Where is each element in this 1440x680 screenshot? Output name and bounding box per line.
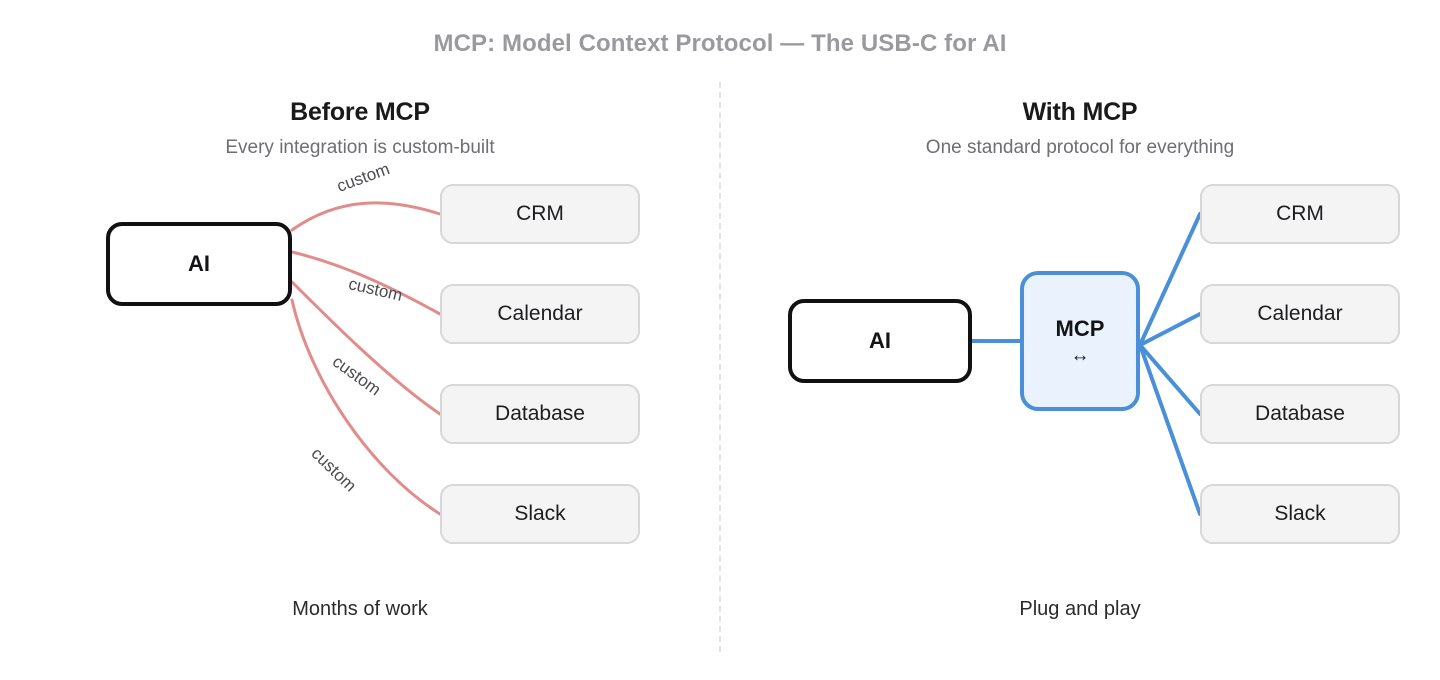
panel-footer-before: Months of work — [292, 598, 428, 620]
node-service-crm-before[interactable]: CRM — [440, 184, 640, 244]
edge-mcp-crm — [1138, 212, 1202, 347]
page-title: MCP: Model Context Protocol — The USB-C … — [433, 30, 1007, 57]
node-ai-with[interactable]: AI — [788, 299, 972, 383]
node-service-database-before-label: Database — [495, 402, 585, 425]
node-service-calendar-before[interactable]: Calendar — [440, 284, 640, 344]
node-ai-before[interactable]: AI — [106, 222, 292, 306]
edge-label-custom-3: custom — [328, 351, 385, 400]
node-ai-with-label: AI — [869, 328, 891, 353]
node-service-crm-with[interactable]: CRM — [1200, 184, 1400, 244]
panel-divider — [719, 82, 721, 652]
node-service-calendar-before-label: Calendar — [497, 302, 583, 325]
panel-heading-before: Before MCP — [290, 98, 430, 126]
panel-subtitle-with: One standard protocol for everything — [925, 137, 1235, 158]
edge-label-custom-4: custom — [307, 443, 361, 496]
edge-label-custom-2: custom — [346, 274, 405, 305]
node-service-calendar-with-label: Calendar — [1257, 302, 1343, 325]
panel-footer-with: Plug and play — [1019, 598, 1141, 620]
edge-label-custom-1: custom — [334, 159, 393, 196]
node-service-slack-with[interactable]: Slack — [1200, 484, 1400, 544]
edge-ai-slack — [290, 298, 442, 516]
node-service-crm-before-label: CRM — [516, 202, 564, 225]
node-service-database-with-label: Database — [1255, 402, 1345, 425]
node-service-calendar-with[interactable]: Calendar — [1200, 284, 1400, 344]
node-service-slack-with-label: Slack — [1274, 502, 1326, 525]
bidirectional-arrow-icon: ↔ — [1070, 344, 1090, 366]
edge-mcp-calendar — [1138, 312, 1202, 347]
edge-ai-crm — [290, 201, 442, 232]
node-service-crm-with-label: CRM — [1276, 202, 1324, 225]
panel-heading-with: With MCP — [1022, 98, 1138, 126]
edge-mcp-slack — [1138, 343, 1202, 516]
node-service-slack-before-label: Slack — [514, 502, 566, 525]
node-mcp-hub-label: MCP — [1055, 315, 1105, 341]
node-ai-before-label: AI — [188, 251, 210, 276]
node-service-slack-before[interactable]: Slack — [440, 484, 640, 544]
panel-subtitle-before: Every integration is custom-built — [225, 137, 495, 158]
edge-mcp-database — [1138, 343, 1202, 416]
node-service-database-with[interactable]: Database — [1200, 384, 1400, 444]
node-service-database-before[interactable]: Database — [440, 384, 640, 444]
node-mcp-hub[interactable]: MCP ↔ — [1020, 271, 1140, 411]
